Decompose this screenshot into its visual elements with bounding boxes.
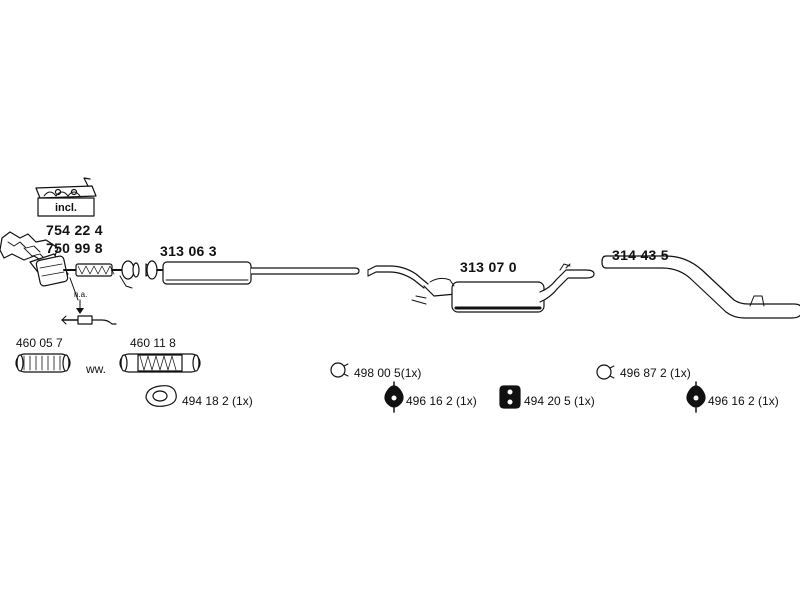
kit-included-label: incl. [54,202,77,214]
hanger-1-part-number: 496 16 2 (1x) [406,394,477,408]
catalyst-part-number-2: 750 99 8 [46,240,103,256]
mounting-kit-box-icon [35,177,97,217]
clamp-2-icon [596,364,615,380]
front-pipe-part-number: 313 06 3 [160,243,217,259]
hanger-2-part-number: 494 20 5 (1x) [524,394,595,408]
clamp-2-part-number: 496 87 2 (1x) [620,366,691,380]
hanger-3-part-number: 496 16 2 (1x) [708,394,779,408]
flex-pipe-2-part-number: 460 11 8 [130,336,176,350]
middle-silencer-drawing [367,263,595,313]
front-silencer-drawing [145,260,360,285]
lambda-sensor-drawing [61,315,117,325]
flex-pipe-1-part-number: 460 05 7 [16,336,63,350]
flex-connector-text: ww. [86,362,107,376]
catalyst-part-number-1: 754 22 4 [46,222,103,238]
flex-pipe-2-drawing [119,353,201,373]
sensor-note: n.a. [74,290,88,299]
rubber-hanger-2-icon [499,385,521,409]
middle-silencer-part-number: 313 07 0 [460,259,517,275]
clamp-1-part-number: 498 00 5(1x) [354,366,422,380]
gasket-part-number: 494 18 2 (1x) [182,394,253,408]
catalytic-converter-drawing [0,231,140,301]
flex-pipe-1-drawing [15,353,71,373]
rubber-hanger-3-icon [686,381,706,413]
tail-pipe-drawing [601,255,800,319]
sensor-arrow-icon [76,299,84,314]
tail-pipe-part-number: 314 43 5 [612,247,669,263]
clamp-1-icon [330,362,349,378]
gasket-icon [145,385,177,407]
rubber-hanger-1-icon [384,381,404,413]
